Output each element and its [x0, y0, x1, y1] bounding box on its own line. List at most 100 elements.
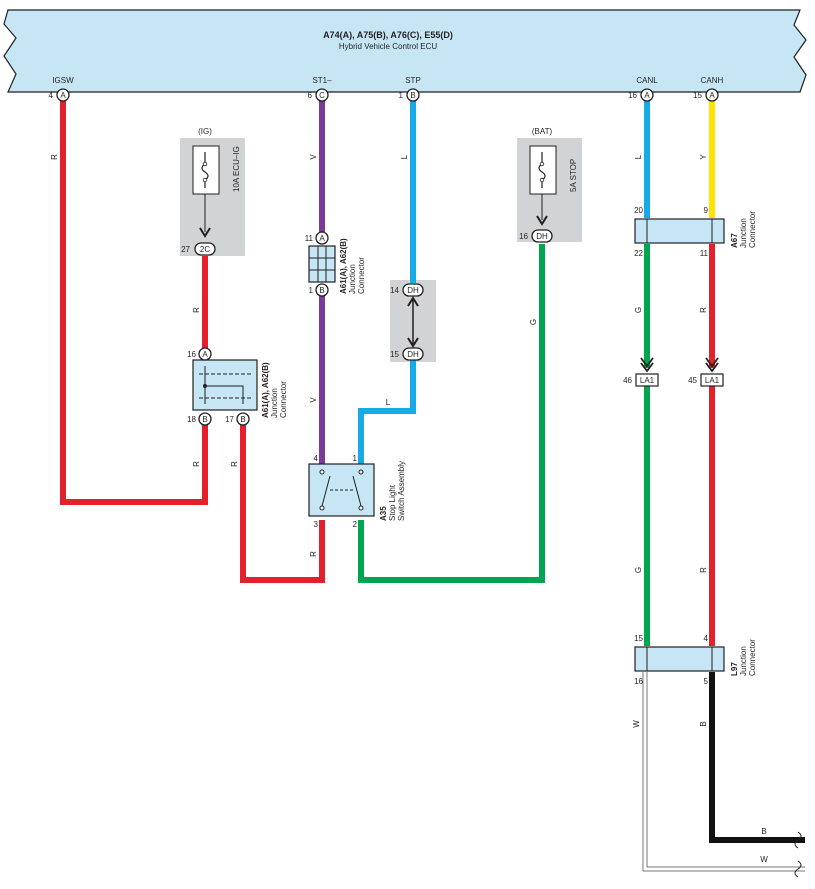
wire-label-canl-low: G	[634, 567, 643, 573]
fuse-ig-conn: 2C	[200, 245, 210, 254]
switch-pin-3: 3	[314, 520, 319, 529]
wire-label-bat: G	[529, 319, 538, 325]
wire-label-canh-bottom: B	[699, 721, 708, 726]
pin-label-canh: CANH	[701, 76, 724, 85]
jc-left-br-pin: 17	[225, 415, 234, 424]
switch-pin-4: 4	[314, 454, 319, 463]
wire-label-canh-upper: Y	[699, 154, 708, 160]
jc-left-desc2: Connector	[279, 381, 288, 418]
a67-pin-20: 20	[634, 206, 643, 215]
wire-label-out-b: B	[761, 827, 766, 836]
ecu-pin-igsw-conn: A	[60, 91, 66, 100]
ecu-pin-canl-num: 16	[628, 91, 637, 100]
ecu-pin-stp: B 1	[399, 88, 420, 102]
ecu-pin-st1-num: 6	[308, 91, 313, 100]
junction-l97: 15 4 16 5 L97 Junction Connector	[634, 634, 757, 686]
switch-desc1: Stop Light	[388, 484, 397, 521]
jc-small-desc2: Connector	[357, 257, 366, 294]
a67-desc1: Junction	[739, 218, 748, 248]
fuse-ig-group: (IG)	[198, 127, 212, 136]
wire-label-canl-mid: G	[634, 307, 643, 313]
junction-a61-left: A 16 B 18 B 17 A61(A), A62(B) Junction C…	[187, 347, 288, 426]
fuse-bat: (BAT) 5A STOP DH 16	[519, 127, 578, 243]
l97-code: L97	[730, 662, 739, 676]
pin-label-canl: CANL	[636, 76, 658, 85]
wire-label-out-w: W	[760, 855, 768, 864]
fuse-bat-group: (BAT)	[532, 127, 553, 136]
wire-canh-bottom	[709, 672, 805, 843]
wire-label-igsw: R	[50, 154, 59, 160]
a67-pin-9: 9	[704, 206, 709, 215]
wire-label-st1-upper: V	[309, 154, 318, 160]
fuse-bat-pin: 16	[519, 232, 528, 241]
switch-desc2: Switch Assembly	[397, 461, 406, 521]
dh-bottom-conn: DH	[407, 350, 419, 359]
fuse-bat-name: 5A STOP	[569, 159, 578, 192]
fuse-ig-name: 10A ECU–IG	[232, 146, 241, 192]
a67-pin-11: 11	[700, 249, 709, 258]
switch-code: A35	[379, 506, 388, 521]
jc-small-bottom-pin: 1	[309, 286, 314, 295]
wire-label-sw-left: R	[309, 551, 318, 557]
l97-desc2: Connector	[748, 639, 757, 676]
ecu-pin-st1: C 6	[308, 88, 329, 102]
break-mark-b	[794, 831, 802, 849]
pin-label-st1: ST1–	[312, 76, 332, 85]
wire-label-canh-low: R	[699, 567, 708, 573]
l97-pin-15: 15	[634, 634, 643, 643]
junction-a67: 20 9 22 11 A67 Junction Connector	[634, 206, 757, 258]
ecu-pin-canl: A 16	[628, 88, 654, 102]
wire-label-stp-upper: L	[400, 154, 409, 159]
wire-label-canl-upper: L	[634, 154, 643, 159]
la1-connectors: LA1 46 LA1 45	[623, 357, 724, 387]
jc-left-code: A61(A), A62(B)	[261, 362, 270, 418]
dh-bottom-pin: 15	[390, 350, 399, 359]
wire-label-canl-bottom: W	[632, 720, 641, 728]
l97-pin-4: 4	[704, 634, 709, 643]
wire-label-igsw-lower: R	[192, 461, 201, 467]
la1-left-label: LA1	[640, 376, 655, 385]
ecu-pin-igsw-num: 4	[49, 91, 54, 100]
a67-code: A67	[730, 233, 739, 248]
l97-pin-5: 5	[704, 677, 709, 686]
dh-top-pin: 14	[390, 286, 399, 295]
l97-desc1: Junction	[739, 646, 748, 676]
switch-pin-1: 1	[353, 454, 358, 463]
jc-small-code: A61(A), A62(B)	[339, 238, 348, 294]
wire-label-canh-mid: R	[699, 307, 708, 313]
stop-light-switch: 4 1 3 2 A35 Stop Light Switch Assembly	[308, 454, 406, 529]
fuse-bat-conn: DH	[536, 232, 548, 241]
wire-label-st1-lower: V	[309, 397, 318, 403]
wire-label-stp-lower: L	[386, 398, 391, 407]
l97-pin-16: 16	[634, 677, 643, 686]
wire-canl-bottom	[642, 672, 805, 872]
la1-right-pin: 45	[688, 376, 697, 385]
jc-left-top-conn: A	[202, 350, 208, 359]
a67-desc2: Connector	[748, 211, 757, 248]
jc-left-br-conn: B	[240, 415, 245, 424]
switch-pin-2: 2	[353, 520, 358, 529]
jc-small-desc1: Junction	[348, 264, 357, 294]
ecu-pin-stp-conn: B	[410, 91, 415, 100]
dh-top-conn: DH	[407, 286, 419, 295]
la1-left-pin: 46	[623, 376, 632, 385]
ecu-codes: A74(A), A75(B), A76(C), E55(D)	[323, 30, 453, 40]
wire-label-jc-right: R	[230, 461, 239, 467]
pin-label-igsw: IGSW	[52, 76, 74, 85]
ecu-pin-canh-conn: A	[709, 91, 715, 100]
ecu-pin-canh: A 15	[693, 88, 719, 102]
ecu-pin-st1-conn: C	[319, 91, 325, 100]
ecu-pin-canl-conn: A	[644, 91, 650, 100]
wire-label-fuse-to-jc: R	[192, 307, 201, 313]
wire-igsw	[60, 99, 208, 505]
wire-stp-lower	[358, 360, 416, 466]
wire-jc-to-switch	[240, 423, 325, 583]
fuse-ig: (IG) 10A ECU–IG 2C 27	[181, 127, 241, 256]
pin-label-stp: STP	[405, 76, 421, 85]
ecu-pin-canh-num: 15	[693, 91, 702, 100]
jc-left-top-pin: 16	[187, 350, 196, 359]
ecu-box: A74(A), A75(B), A76(C), E55(D) Hybrid Ve…	[3, 9, 807, 93]
jc-left-bl-pin: 18	[187, 415, 196, 424]
jc-small-bottom-conn: B	[319, 286, 324, 295]
